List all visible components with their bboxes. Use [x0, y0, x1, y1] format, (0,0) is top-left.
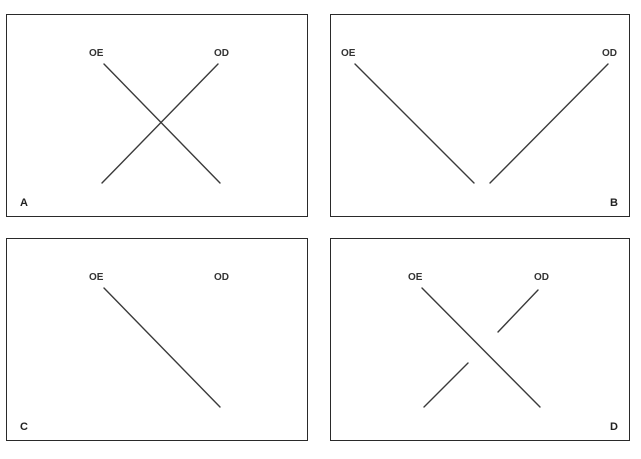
panel-b-oe-line — [354, 63, 475, 184]
panel-a-diagram — [101, 63, 221, 184]
panel-a-letter: A — [20, 197, 28, 209]
panel-c-od-label: OD — [214, 272, 229, 283]
panel-a-od-label: OD — [214, 48, 229, 59]
panel-d-od-label: OD — [534, 272, 549, 283]
panel-c-oe-label: OE — [89, 272, 104, 283]
panel-b-od-line — [489, 63, 609, 184]
panel-b-od-label: OD — [602, 48, 617, 59]
panel-d-od-lower-segment — [423, 362, 469, 408]
panel-d-oe-line — [421, 287, 541, 408]
panel-a: OE OD A — [6, 14, 308, 217]
panel-c-diagram — [103, 287, 221, 408]
panel-b-letter: B — [610, 197, 618, 209]
panel-c: OE OD C — [6, 238, 308, 441]
panel-d-oe-label: OE — [408, 272, 423, 283]
panel-a-oe-label: OE — [89, 48, 104, 59]
panel-a-oe-line — [103, 63, 221, 184]
panel-a-od-line — [101, 63, 219, 184]
panel-b: OE OD B — [330, 14, 630, 217]
panel-c-letter: C — [20, 421, 28, 433]
panel-d-od-upper-segment — [497, 289, 539, 333]
panel-b-diagram — [354, 63, 609, 184]
panel-d: OE OD D — [330, 238, 630, 441]
panel-c-oe-line — [103, 287, 221, 408]
panel-d-letter: D — [610, 421, 618, 433]
panel-b-oe-label: OE — [341, 48, 356, 59]
panel-d-diagram — [421, 287, 541, 408]
